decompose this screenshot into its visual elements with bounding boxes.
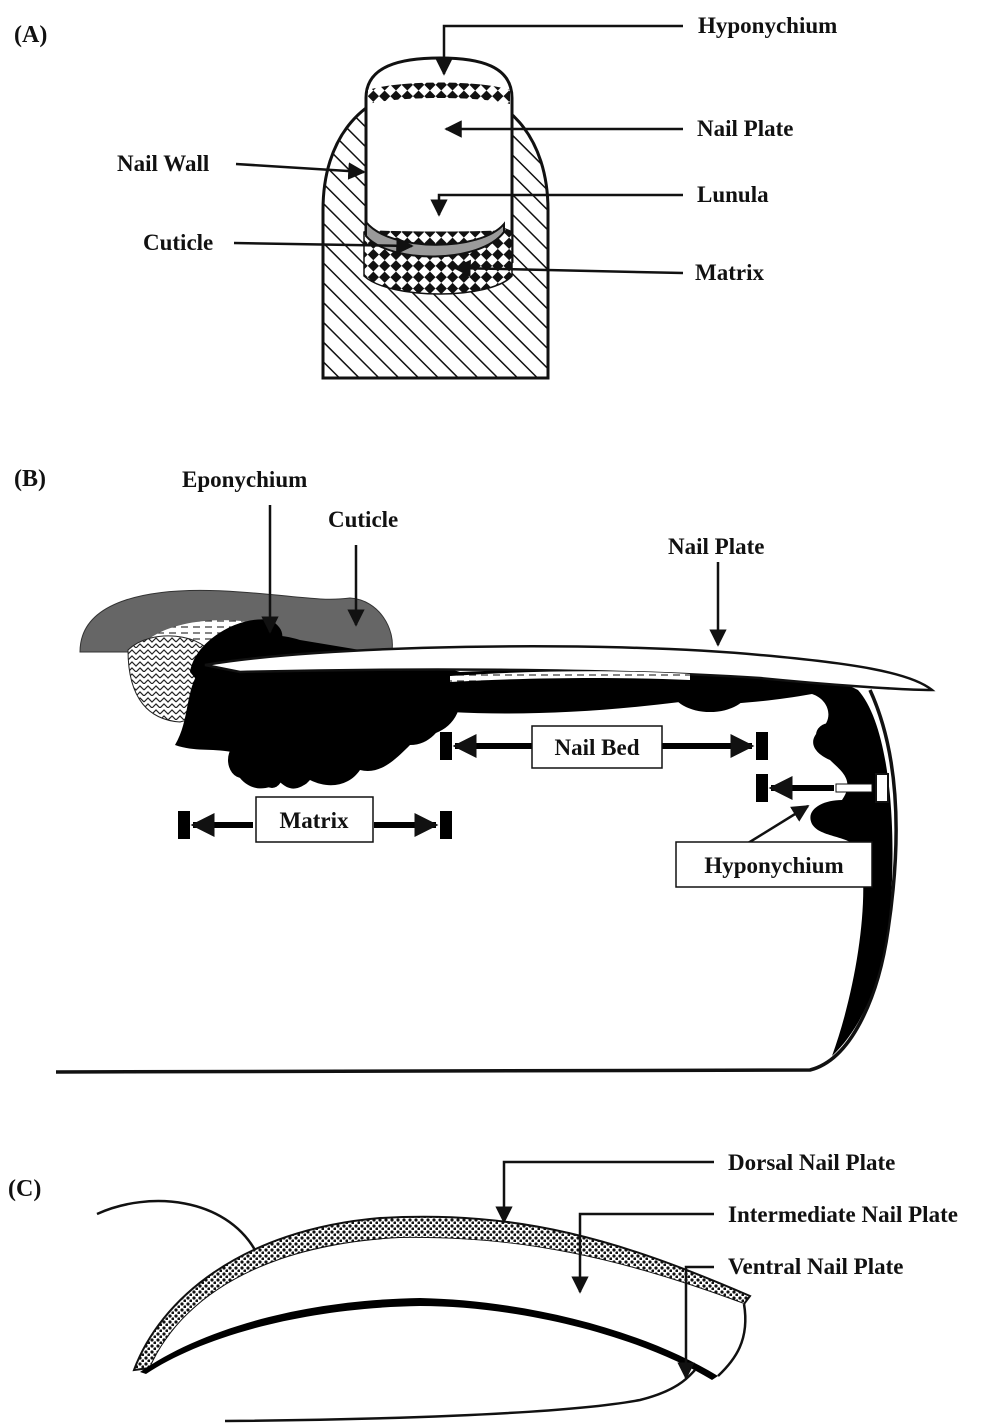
label-dorsal: Dorsal Nail Plate xyxy=(728,1150,895,1175)
panel-a: (A) Hyponychium Nail Plate Nail Wall Lun… xyxy=(14,13,837,378)
label-nail-plate-a: Nail Plate xyxy=(697,116,793,141)
label-intermediate: Intermediate Nail Plate xyxy=(728,1202,958,1227)
skin-fold-c xyxy=(97,1201,255,1250)
label-matrix-b: Matrix xyxy=(280,808,349,833)
panel-a-tag: (A) xyxy=(14,22,47,48)
label-hyponychium-a: Hyponychium xyxy=(698,13,837,38)
matrix-bracket: Matrix xyxy=(178,797,452,842)
label-nail-bed: Nail Bed xyxy=(555,735,640,760)
label-nail-plate-b: Nail Plate xyxy=(668,534,764,559)
panel-b: (B) Eponychium Cuticle xyxy=(14,466,932,1072)
panel-b-tag: (B) xyxy=(14,466,46,492)
label-cuticle-a: Cuticle xyxy=(143,230,213,255)
label-lunula: Lunula xyxy=(697,182,769,207)
label-hyponychium-b: Hyponychium xyxy=(704,853,843,878)
label-ventral: Ventral Nail Plate xyxy=(728,1254,903,1279)
nail-bed-bracket: Nail Bed xyxy=(440,726,768,768)
panel-c: (C) Dorsal Nail Plate Intermediate Nail … xyxy=(8,1150,958,1421)
label-eponychium: Eponychium xyxy=(182,467,307,492)
panel-c-tag: (C) xyxy=(8,1176,41,1202)
label-cuticle-b: Cuticle xyxy=(328,507,398,532)
skin-under-c xyxy=(225,1370,695,1421)
label-nail-wall: Nail Wall xyxy=(117,151,209,176)
label-matrix-a: Matrix xyxy=(695,260,764,285)
